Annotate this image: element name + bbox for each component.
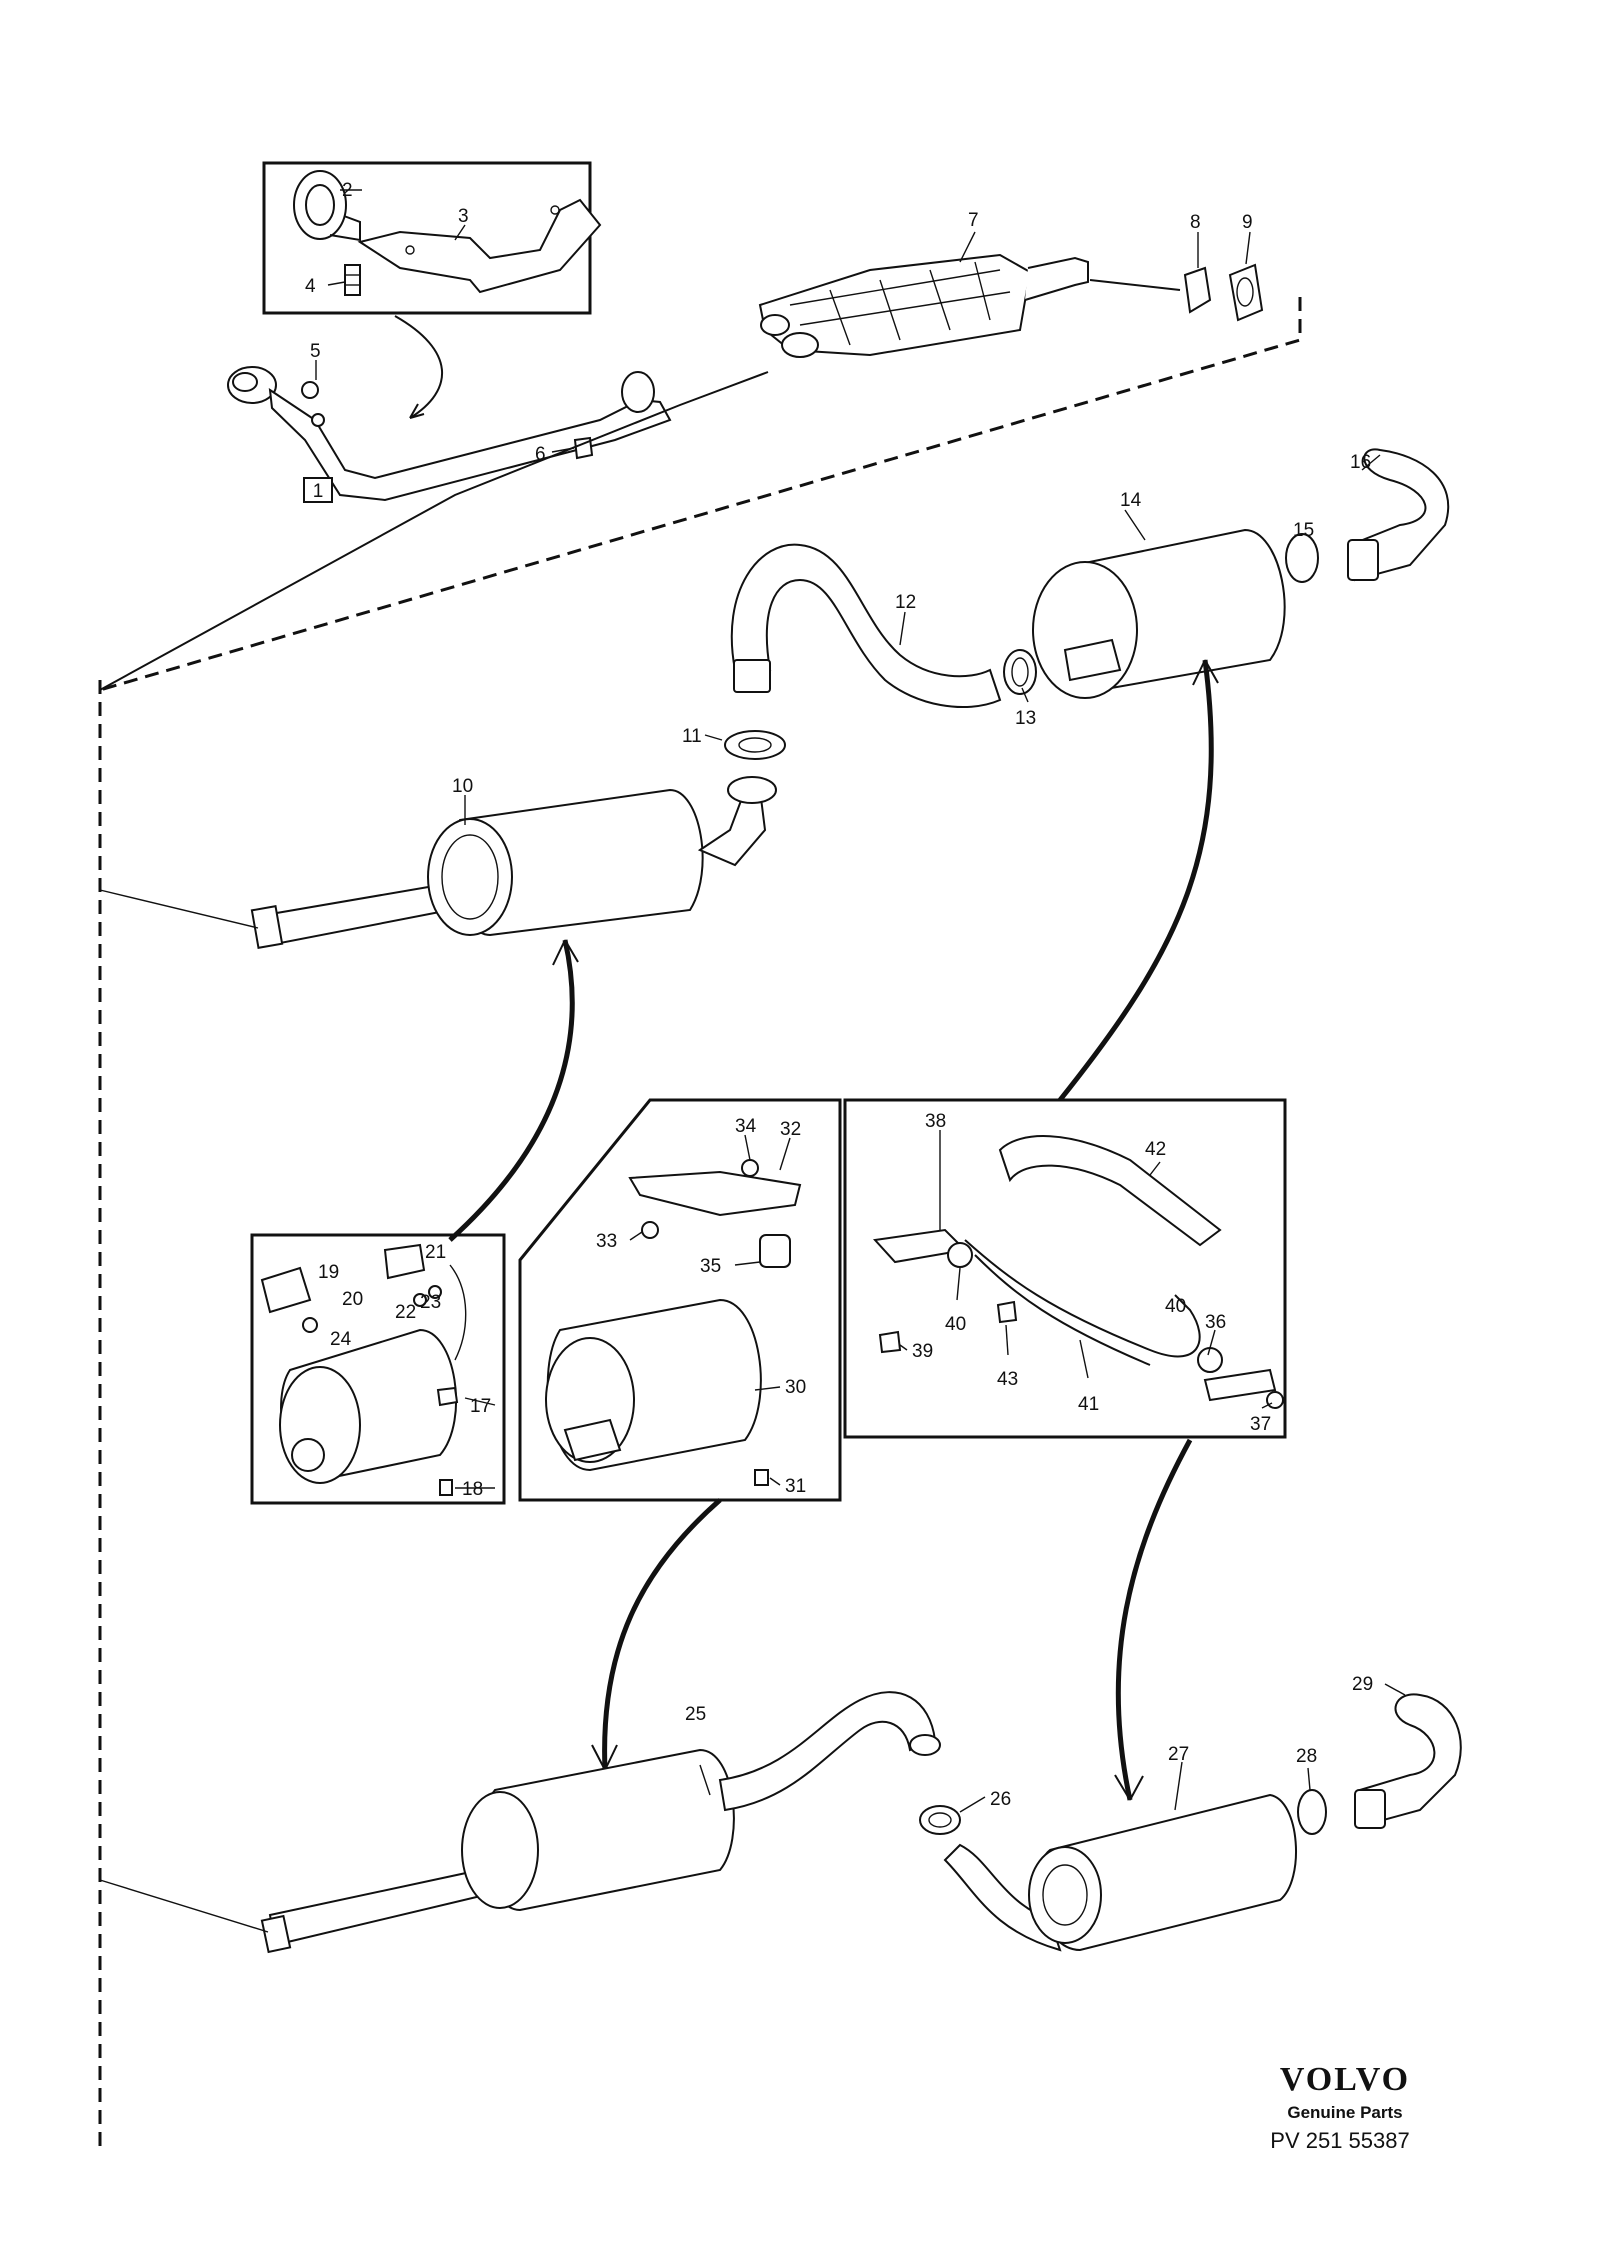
callout-12: 12 [895, 592, 916, 613]
brand-tagline: Genuine Parts [1287, 2103, 1402, 2122]
callout-14: 14 [1120, 490, 1142, 511]
callout-3: 3 [458, 206, 469, 227]
callout-33: 33 [596, 1231, 617, 1252]
gasket-11 [724, 730, 786, 760]
callout-15: 15 [1293, 520, 1314, 541]
callout-36: 36 [1205, 1312, 1226, 1333]
volvo-logo: VOLVO [1280, 2061, 1410, 2098]
front-muffler [250, 776, 777, 949]
callout-29: 29 [1352, 1674, 1373, 1695]
intermediate-pipe [730, 543, 1002, 709]
callout-24: 24 [330, 1329, 352, 1350]
document-number: PV 251 55387 [1270, 2128, 1409, 2153]
callout-41: 41 [1078, 1394, 1099, 1415]
callout-10: 10 [452, 776, 473, 797]
callout-32: 32 [780, 1119, 801, 1140]
inset-hanger-center [518, 1098, 842, 1502]
callout-19: 19 [318, 1262, 339, 1283]
callout-4: 4 [305, 276, 316, 297]
callout-38: 38 [925, 1111, 946, 1132]
callout-9: 9 [1242, 212, 1253, 233]
clamp-13 [1003, 649, 1037, 695]
brand-block: VOLVO Genuine Parts PV 251 55387 [1270, 2061, 1410, 2153]
callout-43: 43 [997, 1369, 1018, 1390]
rear-muffler-27 [943, 1793, 1297, 1952]
callout-17: 17 [470, 1396, 491, 1417]
inset-hanger-left [250, 1233, 506, 1505]
callout-20: 20 [342, 1289, 363, 1310]
rear-muffler-14 [1032, 528, 1286, 699]
callout-2: 2 [342, 180, 353, 201]
callout-37: 37 [1250, 1414, 1271, 1435]
callout-21: 21 [425, 1242, 446, 1263]
callout-30: 30 [785, 1377, 806, 1398]
callout-8: 8 [1190, 212, 1201, 233]
gaskets [1183, 263, 1264, 322]
callout-39: 39 [912, 1341, 933, 1362]
callout-28: 28 [1296, 1746, 1317, 1767]
callout-7: 7 [968, 210, 979, 231]
leader-lines [315, 189, 1406, 1813]
catalytic-converter [99, 253, 1089, 691]
inset-bracket-front [262, 161, 602, 315]
inset-hanger-right [843, 1098, 1287, 1439]
callout-11: 11 [682, 726, 702, 747]
callout-23: 23 [420, 1292, 441, 1313]
callout-35: 35 [700, 1256, 721, 1277]
callout-13: 13 [1015, 708, 1036, 729]
callout-42: 42 [1145, 1139, 1166, 1160]
callout-25: 25 [685, 1704, 706, 1725]
callout-40b: 40 [1165, 1296, 1186, 1317]
front-muffler-25 [260, 1691, 941, 1954]
callout-40: 40 [945, 1314, 966, 1335]
callout-1: 1 [313, 481, 324, 502]
callout-31: 31 [785, 1476, 806, 1497]
callout-22: 22 [395, 1302, 416, 1323]
clamp-28 [1297, 1789, 1327, 1835]
clamp-15 [1285, 533, 1319, 583]
callout-26: 26 [990, 1789, 1011, 1810]
front-pipe [227, 366, 672, 502]
clamp-26 [919, 1805, 961, 1835]
callout-5: 5 [310, 341, 321, 362]
callout-labels: 1 2 3 4 5 6 7 8 9 10 11 12 13 14 15 16 1… [303, 180, 1373, 1810]
callout-18: 18 [462, 1479, 483, 1500]
callout-27: 27 [1168, 1744, 1189, 1765]
callout-34: 34 [735, 1116, 757, 1137]
callout-16: 16 [1350, 452, 1371, 473]
callout-6: 6 [535, 444, 546, 465]
